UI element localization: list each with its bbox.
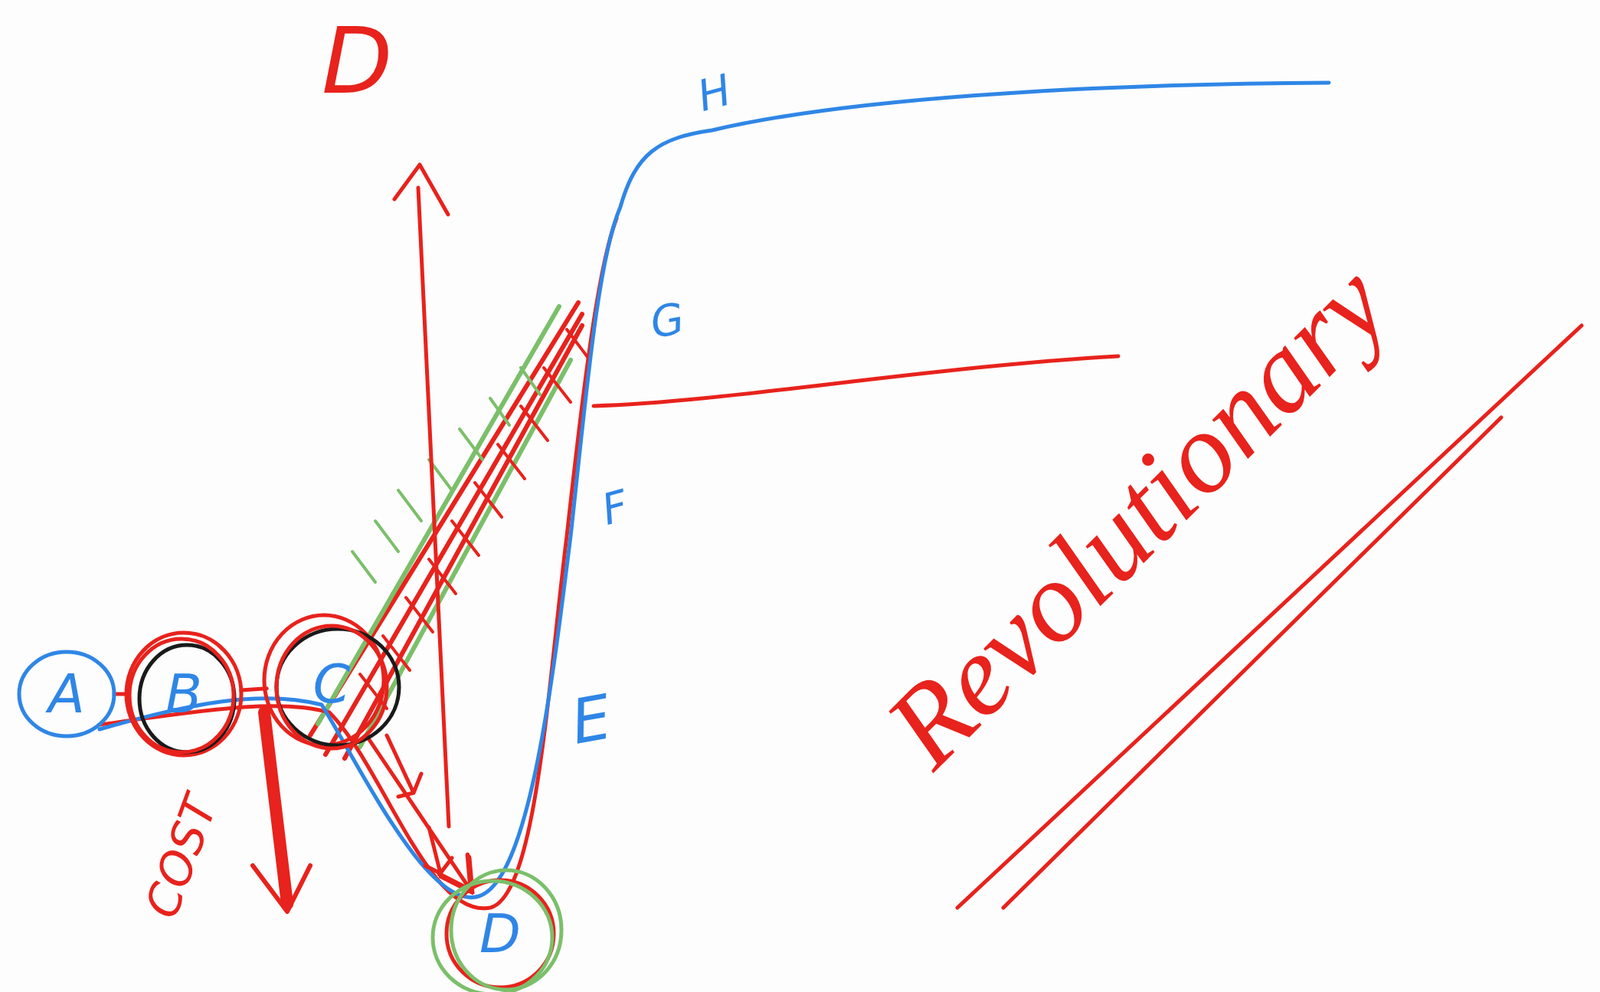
circled-point: A	[19, 646, 115, 742]
plateau-line	[593, 356, 1119, 406]
curve-connector	[368, 737, 470, 888]
point-letter: C	[313, 657, 351, 711]
up-arrow	[418, 187, 449, 827]
circled-point: D	[444, 878, 556, 989]
point-letter: F	[597, 484, 633, 532]
down-arrows	[386, 735, 452, 874]
point-letter: G	[647, 296, 688, 345]
point-letter: H	[693, 68, 736, 118]
circled-point: B	[126, 636, 242, 752]
top-letter: D	[321, 15, 393, 108]
point-letter: E	[566, 686, 616, 754]
axis-label: COST	[137, 789, 224, 923]
headline-text: Revolutionary	[865, 244, 1407, 786]
point-letter: D	[479, 906, 521, 961]
cost-arrow	[264, 712, 288, 904]
circled-point: C	[266, 618, 397, 750]
point-letter: A	[48, 667, 86, 721]
point-letter: B	[165, 667, 203, 721]
